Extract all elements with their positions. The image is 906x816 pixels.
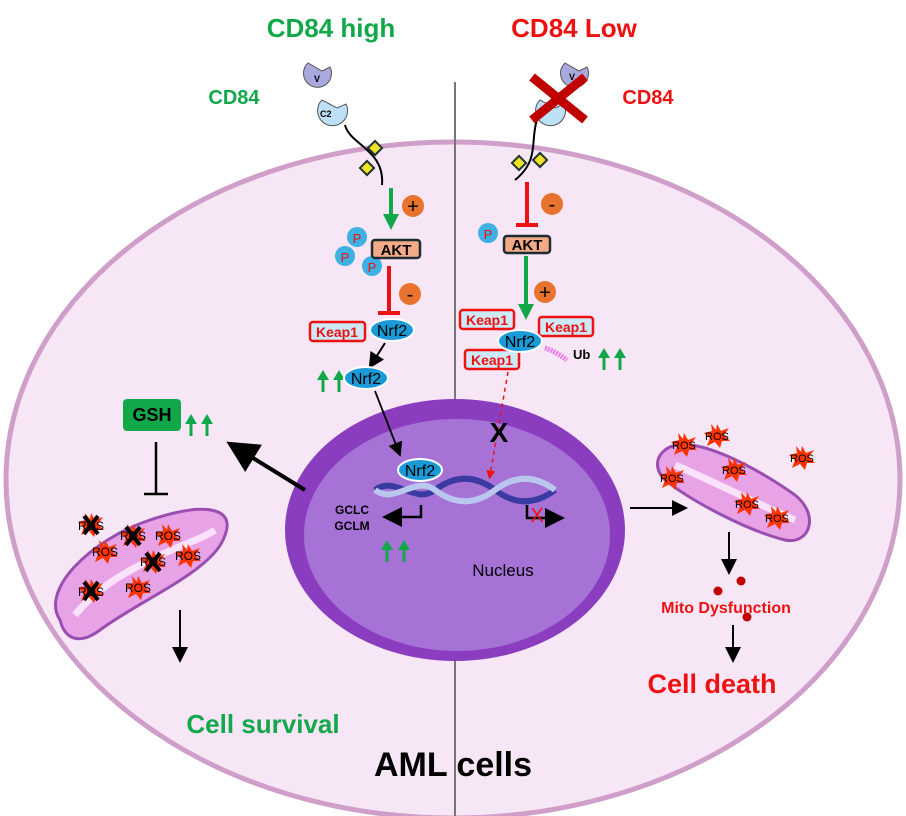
svg-text:ROS: ROS: [140, 555, 166, 569]
akt-right: [502, 234, 552, 255]
ub-label: Ub: [573, 347, 590, 362]
svg-text:ROS: ROS: [660, 473, 684, 485]
svg-text:ROS: ROS: [735, 499, 759, 511]
ubiquitin-chain-icon: [544, 345, 569, 363]
ros-neutralized-group: ROS ROS ROS ROS ROS ROS ROS ROS: [78, 513, 201, 603]
svg-text:V: V: [569, 72, 575, 82]
svg-text:AKT: AKT: [512, 237, 543, 254]
nucleus-label: Nucleus: [472, 561, 533, 580]
phospho-icon: [478, 223, 498, 243]
gene-gclc: GCLC: [335, 503, 369, 517]
svg-text:ROS: ROS: [155, 529, 181, 543]
right-receptor-label: CD84: [622, 87, 674, 109]
keap1-right: [463, 348, 521, 371]
svg-text:P: P: [341, 250, 350, 265]
svg-text:-: -: [549, 194, 556, 216]
ros-dot: [713, 586, 723, 596]
svg-text:ROS: ROS: [765, 513, 789, 525]
svg-text:ROS: ROS: [78, 585, 104, 599]
nuclear-translocation-arrow: [374, 390, 403, 457]
keap1-right: [458, 308, 516, 331]
gsh-box: [123, 399, 181, 431]
keap1-right: [537, 315, 595, 338]
ros-dot: [736, 576, 746, 586]
right-title: CD84 Low: [511, 13, 637, 43]
svg-text:P: P: [368, 260, 377, 275]
nucleus: [304, 419, 610, 651]
svg-text:ROS: ROS: [92, 545, 118, 559]
svg-text:Keap1: Keap1: [316, 324, 358, 340]
minus-badge: [541, 193, 563, 215]
dna-helix-icon: [373, 475, 557, 505]
gene-gclm: GCLM: [334, 519, 369, 533]
left-receptor-label: CD84: [208, 87, 260, 109]
svg-text:+: +: [407, 196, 419, 218]
nucleus-nrf2: [397, 458, 443, 482]
svg-text:ROS: ROS: [125, 581, 151, 595]
blocked-x: X: [490, 417, 509, 448]
blocked-transcription-arrow: [525, 505, 565, 528]
svg-text:-: -: [407, 284, 414, 306]
svg-text:ROS: ROS: [78, 519, 104, 533]
svg-text:ROS: ROS: [672, 440, 696, 452]
svg-text:Nrf2: Nrf2: [377, 323, 407, 340]
keap1-left: [308, 320, 367, 343]
transcription-arrow: [382, 505, 423, 527]
gsh-induction-arrow: [226, 441, 307, 492]
ros-accumulated-group: ROS ROS ROS ROS ROS ROS ROS: [659, 424, 815, 530]
left-title: CD84 high: [267, 13, 396, 43]
cell-death-label: Cell death: [647, 669, 776, 699]
nrf2-free: [343, 366, 389, 390]
svg-text:P: P: [353, 231, 362, 246]
svg-text:ROS: ROS: [722, 465, 746, 477]
svg-text:P: P: [484, 227, 493, 242]
ros-dot: [742, 612, 752, 622]
cd84-receptor-icon: V C2: [303, 62, 384, 186]
svg-text:ROS: ROS: [790, 453, 814, 465]
plus-badge: [402, 195, 424, 217]
nrf2-sequestered: [497, 329, 543, 353]
svg-text:ROS: ROS: [705, 431, 729, 443]
cell-survival-label: Cell survival: [186, 709, 339, 739]
mito-dysfunction-label: Mito Dysfunction: [661, 600, 791, 617]
aml-cells-label: AML cells: [374, 746, 532, 784]
akt-left: [370, 238, 422, 260]
svg-text:C2: C2: [320, 109, 332, 119]
release-arrow: [368, 342, 386, 369]
svg-text:GSH: GSH: [132, 405, 171, 425]
svg-text:Nrf2: Nrf2: [505, 334, 535, 351]
svg-text:Keap1: Keap1: [545, 319, 587, 335]
plus-badge: [534, 281, 556, 303]
svg-text:ROS: ROS: [175, 549, 201, 563]
minus-badge: [399, 283, 421, 305]
svg-text:Nrf2: Nrf2: [351, 371, 381, 388]
svg-text:Keap1: Keap1: [466, 312, 508, 328]
gsh-inhibition-bar: [144, 442, 168, 496]
cd84-receptor-absent-icon: V: [510, 62, 589, 181]
blocked-translocation-arrow: [486, 371, 509, 480]
phospho-group-icon: P P P: [335, 227, 382, 276]
nrf2-keap1-bound: [369, 318, 415, 342]
svg-text:V: V: [314, 74, 320, 84]
svg-text:+: +: [539, 282, 551, 304]
inhibition-bar: [516, 182, 538, 227]
svg-text:AKT: AKT: [381, 242, 412, 259]
svg-text:ROS: ROS: [120, 529, 146, 543]
inhibition-bar: [378, 266, 400, 315]
svg-text:Keap1: Keap1: [471, 352, 513, 368]
nucleus-nrf2-label: Nrf2: [405, 463, 435, 480]
knockout-x-icon: [529, 73, 588, 124]
blocked-transcription-x: X: [530, 505, 543, 527]
